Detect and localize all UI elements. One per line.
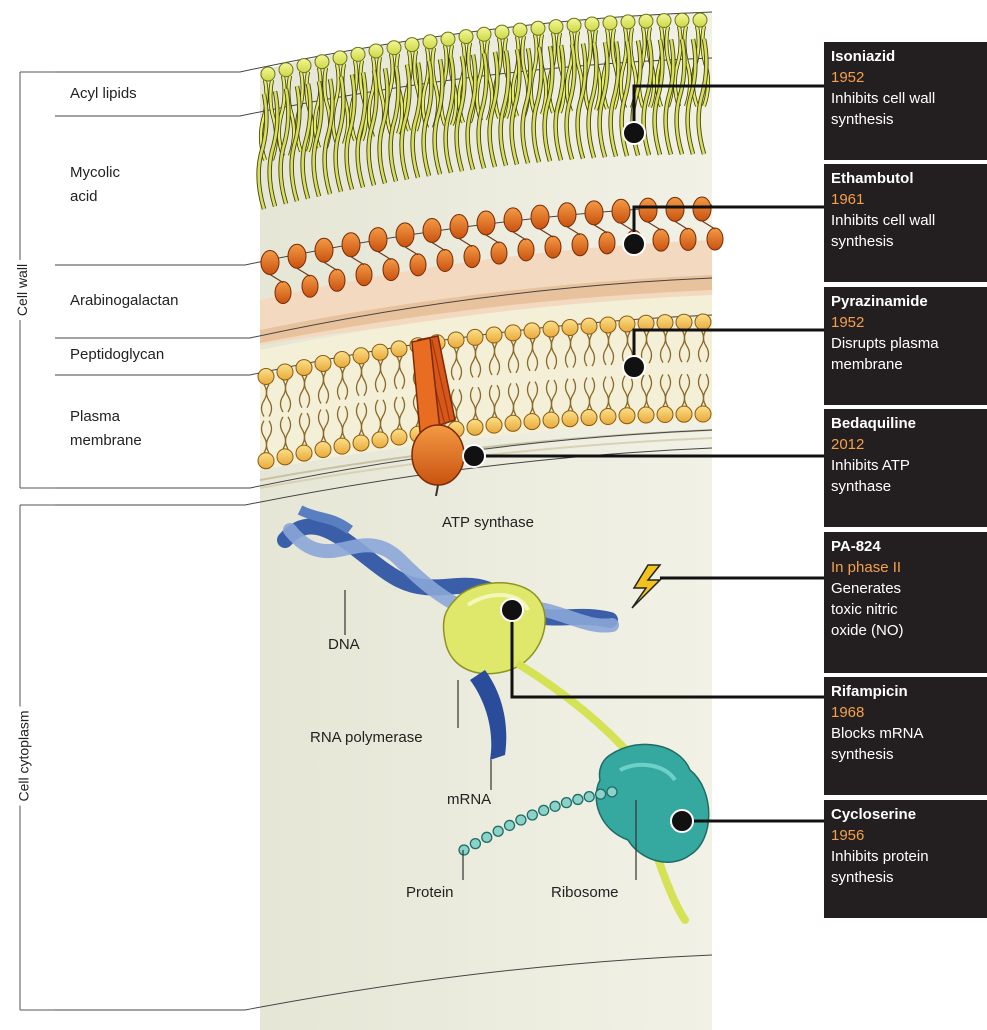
drug-description: membrane (831, 354, 981, 375)
label-cell-wall: Cell wall (14, 260, 30, 320)
drug-box-pa-824: PA-824 In phase II Generates toxic nitri… (824, 532, 987, 673)
target-dot-icon (623, 356, 645, 378)
amino-acid-bead (505, 820, 515, 830)
drug-name: Pyrazinamide (831, 291, 981, 312)
drug-description: Inhibits cell wall (831, 88, 981, 109)
drug-description: Disrupts plasma (831, 333, 981, 354)
amino-acid-bead (527, 810, 537, 820)
drug-description: Generates (831, 578, 981, 599)
amino-acid-bead (493, 826, 503, 836)
amino-acid-bead (584, 792, 594, 802)
drug-year: 1968 (831, 702, 981, 723)
amino-acid-bead (573, 794, 583, 804)
target-dot-icon (671, 810, 693, 832)
label-cell-cytoplasm: Cell cytoplasm (16, 706, 32, 805)
amino-acid-bead (539, 805, 549, 815)
drug-name: Ethambutol (831, 168, 981, 189)
label-plasma-membrane-line2: membrane (70, 430, 142, 452)
amino-acid-bead (607, 787, 617, 797)
drug-description: toxic nitric (831, 599, 981, 620)
drug-year: 1956 (831, 825, 981, 846)
label-dna: DNA (328, 634, 360, 656)
drug-name: PA-824 (831, 536, 981, 557)
amino-acid-bead (482, 832, 492, 842)
target-dot-icon (463, 445, 485, 467)
drug-name: Isoniazid (831, 46, 981, 67)
drug-description: Inhibits ATP (831, 455, 981, 476)
drug-description: Inhibits protein (831, 846, 981, 867)
label-mycolic-acid-line2: acid (70, 186, 98, 208)
amino-acid-bead (470, 839, 480, 849)
amino-acid-bead (516, 815, 526, 825)
label-ribosome: Ribosome (551, 882, 619, 904)
drug-description: synthesis (831, 744, 981, 765)
drug-box-isoniazid: Isoniazid 1952 Inhibits cell wall synthe… (824, 42, 987, 160)
drug-year: 1952 (831, 67, 981, 88)
target-dot-icon (501, 599, 523, 621)
label-acyl-lipids: Acyl lipids (70, 83, 137, 105)
drug-name: Cycloserine (831, 804, 981, 825)
drug-description: Blocks mRNA (831, 723, 981, 744)
drug-year: In phase II (831, 557, 981, 578)
drug-description: oxide (NO) (831, 620, 981, 641)
label-mrna: mRNA (447, 789, 491, 811)
drug-name: Bedaquiline (831, 413, 981, 434)
target-dot-icon (623, 233, 645, 255)
amino-acid-bead (596, 789, 606, 799)
amino-acid-bead (550, 801, 560, 811)
label-rna-polymerase: RNA polymerase (310, 727, 423, 749)
drug-description: synthesis (831, 867, 981, 888)
drug-year: 1961 (831, 189, 981, 210)
label-plasma-membrane-line1: Plasma (70, 406, 120, 428)
drug-description: Inhibits cell wall (831, 210, 981, 231)
drug-box-bedaquiline: Bedaquiline 2012 Inhibits ATP synthase (824, 409, 987, 527)
label-atp-synthase: ATP synthase (442, 512, 534, 534)
label-peptidoglycan: Peptidoglycan (70, 344, 164, 366)
target-dot-icon (623, 122, 645, 144)
label-mycolic-acid-line1: Mycolic (70, 162, 120, 184)
drug-name: Rifampicin (831, 681, 981, 702)
amino-acid-bead (561, 798, 571, 808)
drug-box-rifampicin: Rifampicin 1968 Blocks mRNA synthesis (824, 677, 987, 795)
drug-box-ethambutol: Ethambutol 1961 Inhibits cell wall synth… (824, 164, 987, 282)
drug-box-cycloserine: Cycloserine 1956 Inhibits protein synthe… (824, 800, 987, 918)
drug-box-pyrazinamide: Pyrazinamide 1952 Disrupts plasma membra… (824, 287, 987, 405)
drug-description: synthesis (831, 231, 981, 252)
drug-year: 2012 (831, 434, 981, 455)
drug-description: synthesis (831, 109, 981, 130)
region-brackets (20, 72, 60, 1010)
label-protein: Protein (406, 882, 454, 904)
drug-description: synthase (831, 476, 981, 497)
label-arabinogalactan: Arabinogalactan (70, 290, 178, 312)
amino-acid-bead (459, 845, 469, 855)
drug-year: 1952 (831, 312, 981, 333)
